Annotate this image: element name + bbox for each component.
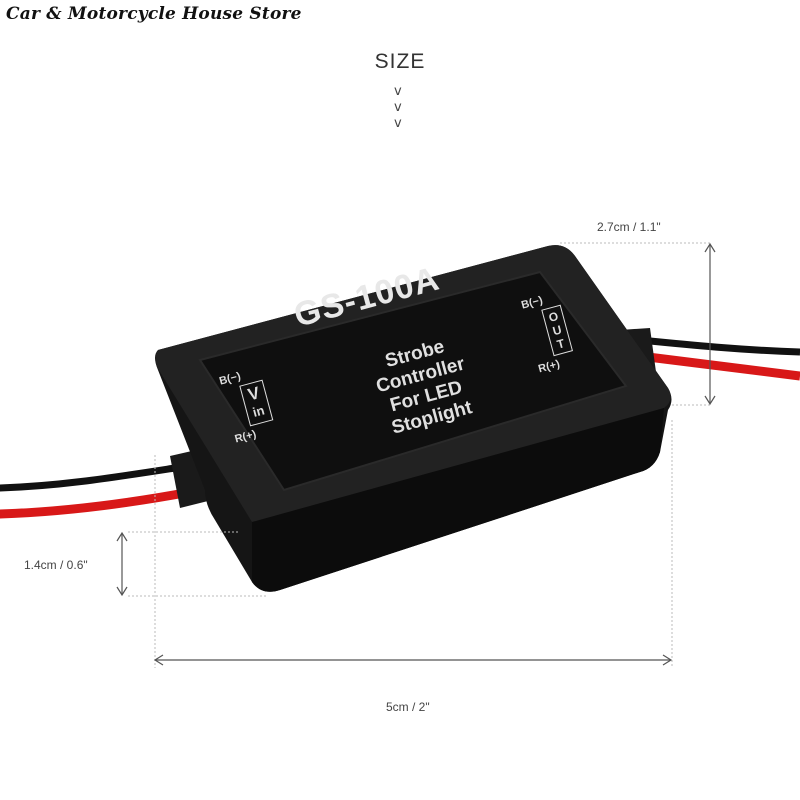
height-dimension-label: 2.7cm / 1.1" bbox=[597, 220, 661, 234]
length-dimension-label: 5cm / 2" bbox=[386, 700, 430, 714]
store-title: Car & Motorcycle House Store bbox=[6, 4, 302, 24]
chevron-down-icon: v bbox=[394, 84, 402, 99]
depth-dimension-label: 1.4cm / 0.6" bbox=[24, 558, 88, 572]
chevron-down-icon: v bbox=[394, 100, 402, 115]
controller-body bbox=[155, 245, 672, 592]
cables bbox=[0, 336, 800, 519]
size-heading: SIZE bbox=[374, 50, 426, 73]
chevron-down-icon: v bbox=[394, 116, 402, 131]
